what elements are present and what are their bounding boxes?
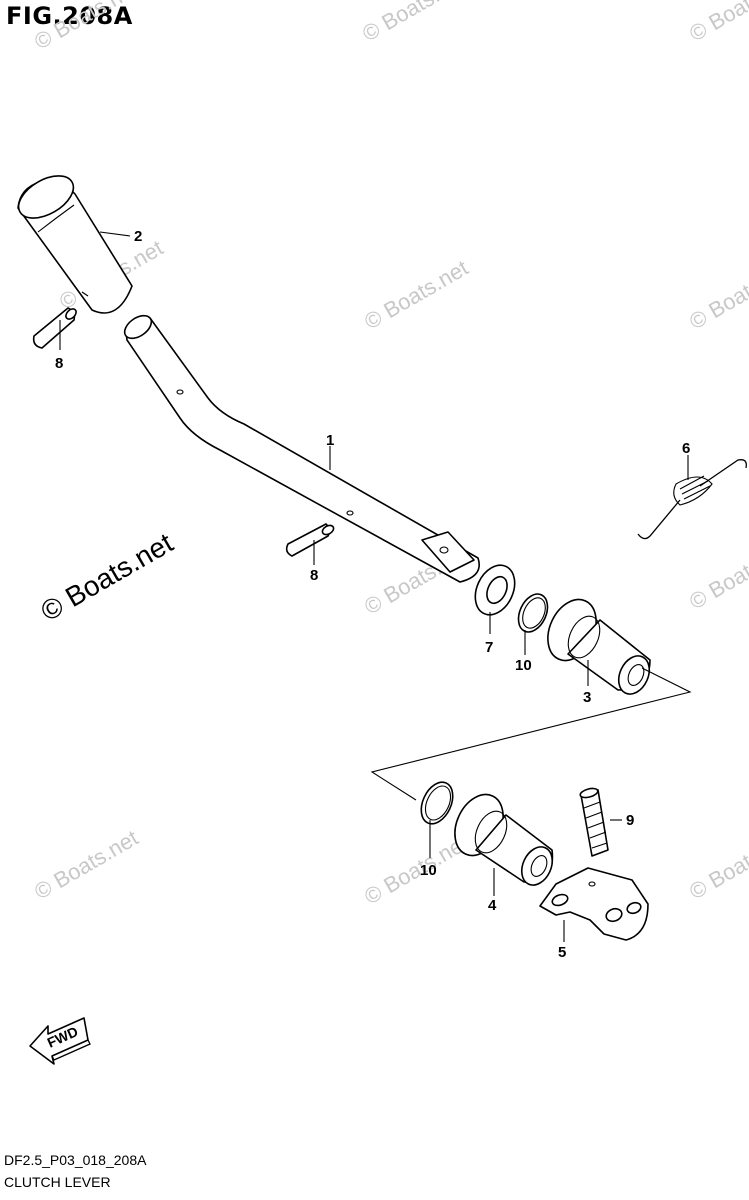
part-2-lever-grip[interactable] bbox=[12, 167, 133, 314]
callout-1: 1 bbox=[326, 432, 334, 449]
watermark: © Boats.net bbox=[360, 255, 472, 334]
watermark: © Boats.net bbox=[685, 825, 749, 904]
watermark: © Boats.net bbox=[358, 0, 470, 46]
part-8-pin-upper[interactable] bbox=[32, 307, 78, 349]
callout-4: 4 bbox=[488, 897, 497, 914]
part-10-o-ring-upper[interactable] bbox=[513, 589, 553, 636]
callout-10: 10 bbox=[515, 657, 532, 674]
watermark: © Boats.net bbox=[685, 535, 749, 614]
callout-2: 2 bbox=[134, 228, 142, 245]
part-6-return-spring[interactable] bbox=[637, 459, 747, 540]
watermark: © Boats.net bbox=[30, 825, 142, 904]
callout-8: 8 bbox=[310, 567, 318, 584]
part-5-bracket[interactable] bbox=[539, 867, 649, 941]
callout-5: 5 bbox=[558, 944, 566, 961]
diagram-caption: CLUTCH LEVER bbox=[4, 1174, 111, 1190]
leader-lines bbox=[59, 231, 689, 942]
watermark: © Boats.net bbox=[685, 255, 749, 334]
callout-3: 3 bbox=[583, 689, 591, 706]
part-1-clutch-lever[interactable] bbox=[121, 311, 480, 583]
part-4-bushing[interactable] bbox=[446, 787, 559, 890]
watermark: © Boats.net bbox=[685, 0, 749, 46]
assembly-connector-lines bbox=[370, 667, 692, 801]
part-7-washer[interactable] bbox=[468, 559, 523, 621]
diagram-code: DF2.5_P03_018_208A bbox=[4, 1152, 147, 1168]
part-9-roll-pin[interactable] bbox=[579, 787, 609, 857]
callout-6: 6 bbox=[682, 440, 690, 457]
part-8-pin-lower[interactable] bbox=[285, 523, 336, 557]
part-10-o-ring-lower[interactable] bbox=[415, 777, 459, 829]
part-3-bushing[interactable] bbox=[539, 592, 656, 699]
fwd-direction-arrow: FWD bbox=[29, 1017, 91, 1065]
boats-net-watermark: © Boats.net bbox=[36, 527, 179, 627]
watermark: © Boats.net bbox=[30, 0, 142, 54]
callout-7: 7 bbox=[485, 639, 493, 656]
watermark-layer: © Boats.net © Boats.net © Boats.net © Bo… bbox=[30, 0, 749, 909]
callout-9: 9 bbox=[626, 812, 634, 829]
callout-8: 8 bbox=[55, 355, 63, 372]
figure-title: FIG.208A bbox=[6, 2, 133, 30]
callout-labels: 2 8 1 8 7 10 3 6 9 10 4 5 bbox=[55, 228, 690, 961]
callout-10: 10 bbox=[420, 862, 437, 879]
